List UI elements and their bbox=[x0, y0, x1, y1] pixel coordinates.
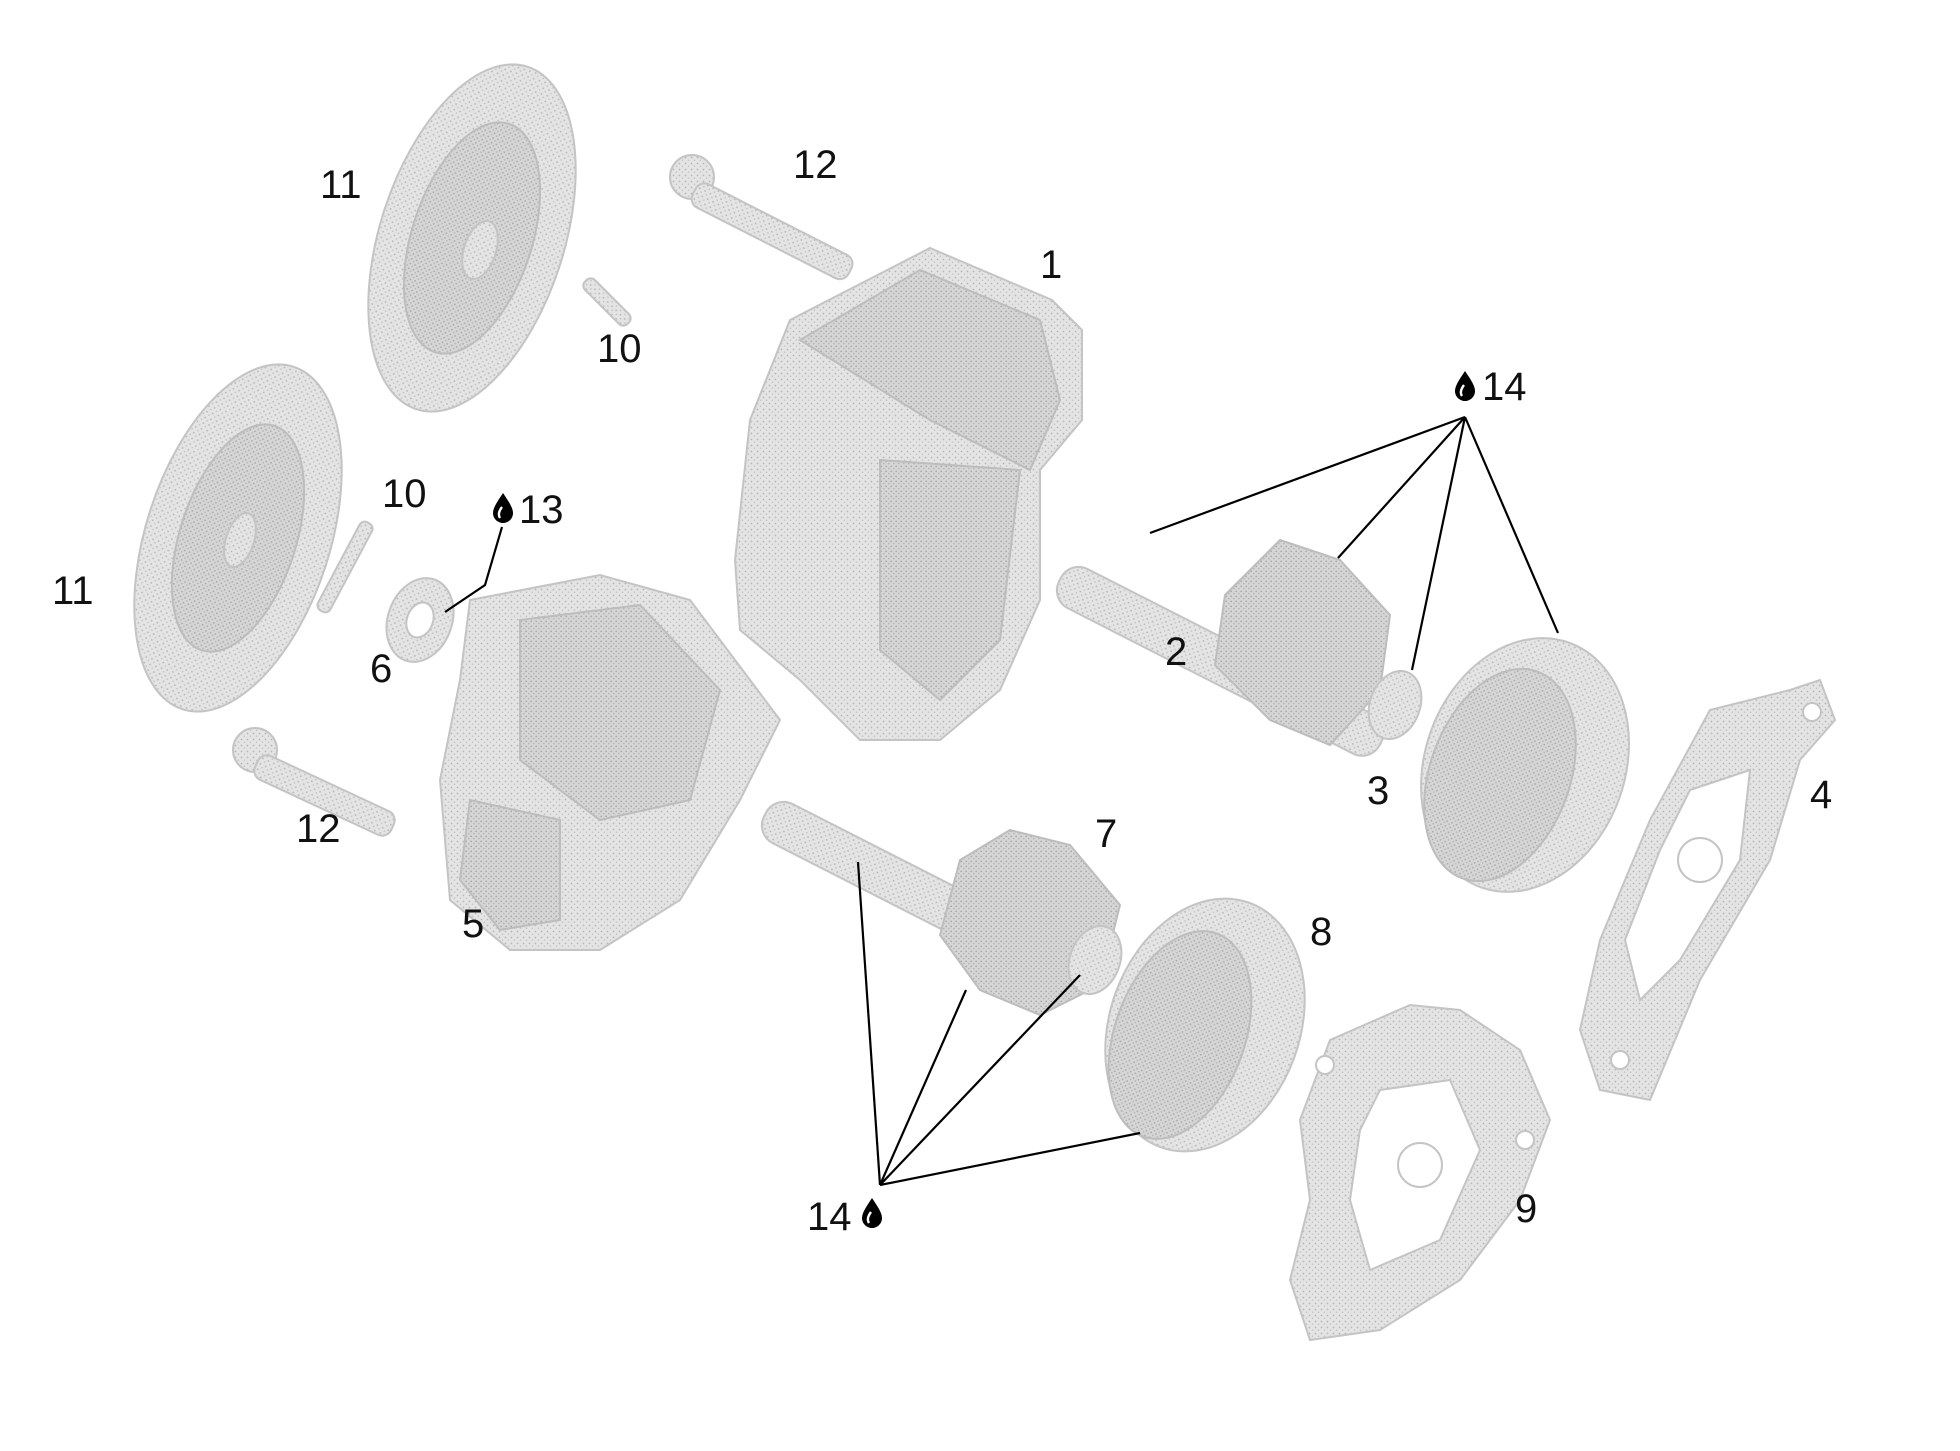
part-5-cover bbox=[438, 573, 782, 951]
callout-11-upper: 11 bbox=[320, 163, 362, 207]
leader-14-lower-d bbox=[879, 1131, 1141, 1187]
part-1-housing bbox=[733, 246, 1083, 741]
part-10-upper-key bbox=[582, 277, 632, 327]
callout-13: 13 bbox=[519, 488, 564, 532]
leader-14-upper-c bbox=[1410, 416, 1467, 671]
part-6-seal bbox=[385, 577, 455, 663]
leader-14-upper-d bbox=[1463, 416, 1560, 634]
callout-7: 7 bbox=[1095, 812, 1117, 856]
part-11-lower-gear bbox=[133, 363, 343, 713]
part-12-lower-bolt bbox=[232, 727, 396, 837]
callout-12-upper: 12 bbox=[793, 143, 838, 187]
callout-14-upper: 14 bbox=[1482, 365, 1527, 409]
part-2-rotor-shaft bbox=[1055, 538, 1423, 757]
callout-11-lower: 11 bbox=[52, 569, 94, 613]
part-10-lower-key bbox=[316, 520, 374, 614]
callout-14-lower: 14 bbox=[807, 1195, 852, 1239]
leader-14-lower-a bbox=[856, 861, 882, 1186]
oil-drop-icon bbox=[860, 1196, 884, 1230]
part-7-rotor-shaft bbox=[760, 800, 1123, 1017]
leader-13 bbox=[444, 526, 504, 613]
callout-12-lower: 12 bbox=[296, 807, 341, 851]
callout-2: 2 bbox=[1165, 630, 1187, 674]
oil-drop-icon bbox=[491, 491, 515, 525]
leader-14-upper-a bbox=[1149, 415, 1466, 535]
callout-10-upper: 10 bbox=[597, 327, 642, 371]
callout-8: 8 bbox=[1310, 910, 1332, 954]
part-11-upper-gear bbox=[367, 63, 577, 413]
leader-14-lower-b bbox=[878, 989, 968, 1186]
callout-3: 3 bbox=[1367, 769, 1389, 813]
callout-10-lower: 10 bbox=[382, 472, 427, 516]
leader-14-lower-c bbox=[879, 974, 1081, 1186]
callout-1: 1 bbox=[1040, 243, 1062, 287]
part-4-gasket bbox=[1578, 678, 1837, 1102]
part-12-upper-bolt bbox=[669, 154, 854, 281]
oil-drop-icon bbox=[1453, 369, 1477, 403]
part-3-outer-rotor bbox=[1420, 637, 1630, 893]
leader-14-upper-b bbox=[1337, 416, 1466, 559]
callout-4: 4 bbox=[1810, 773, 1832, 817]
callout-5: 5 bbox=[462, 902, 484, 946]
callout-9: 9 bbox=[1515, 1187, 1537, 1231]
part-9-gasket bbox=[1288, 1003, 1552, 1342]
leader-lines bbox=[444, 415, 1560, 1187]
part-8-outer-rotor bbox=[1104, 897, 1306, 1153]
callout-6: 6 bbox=[370, 647, 392, 691]
